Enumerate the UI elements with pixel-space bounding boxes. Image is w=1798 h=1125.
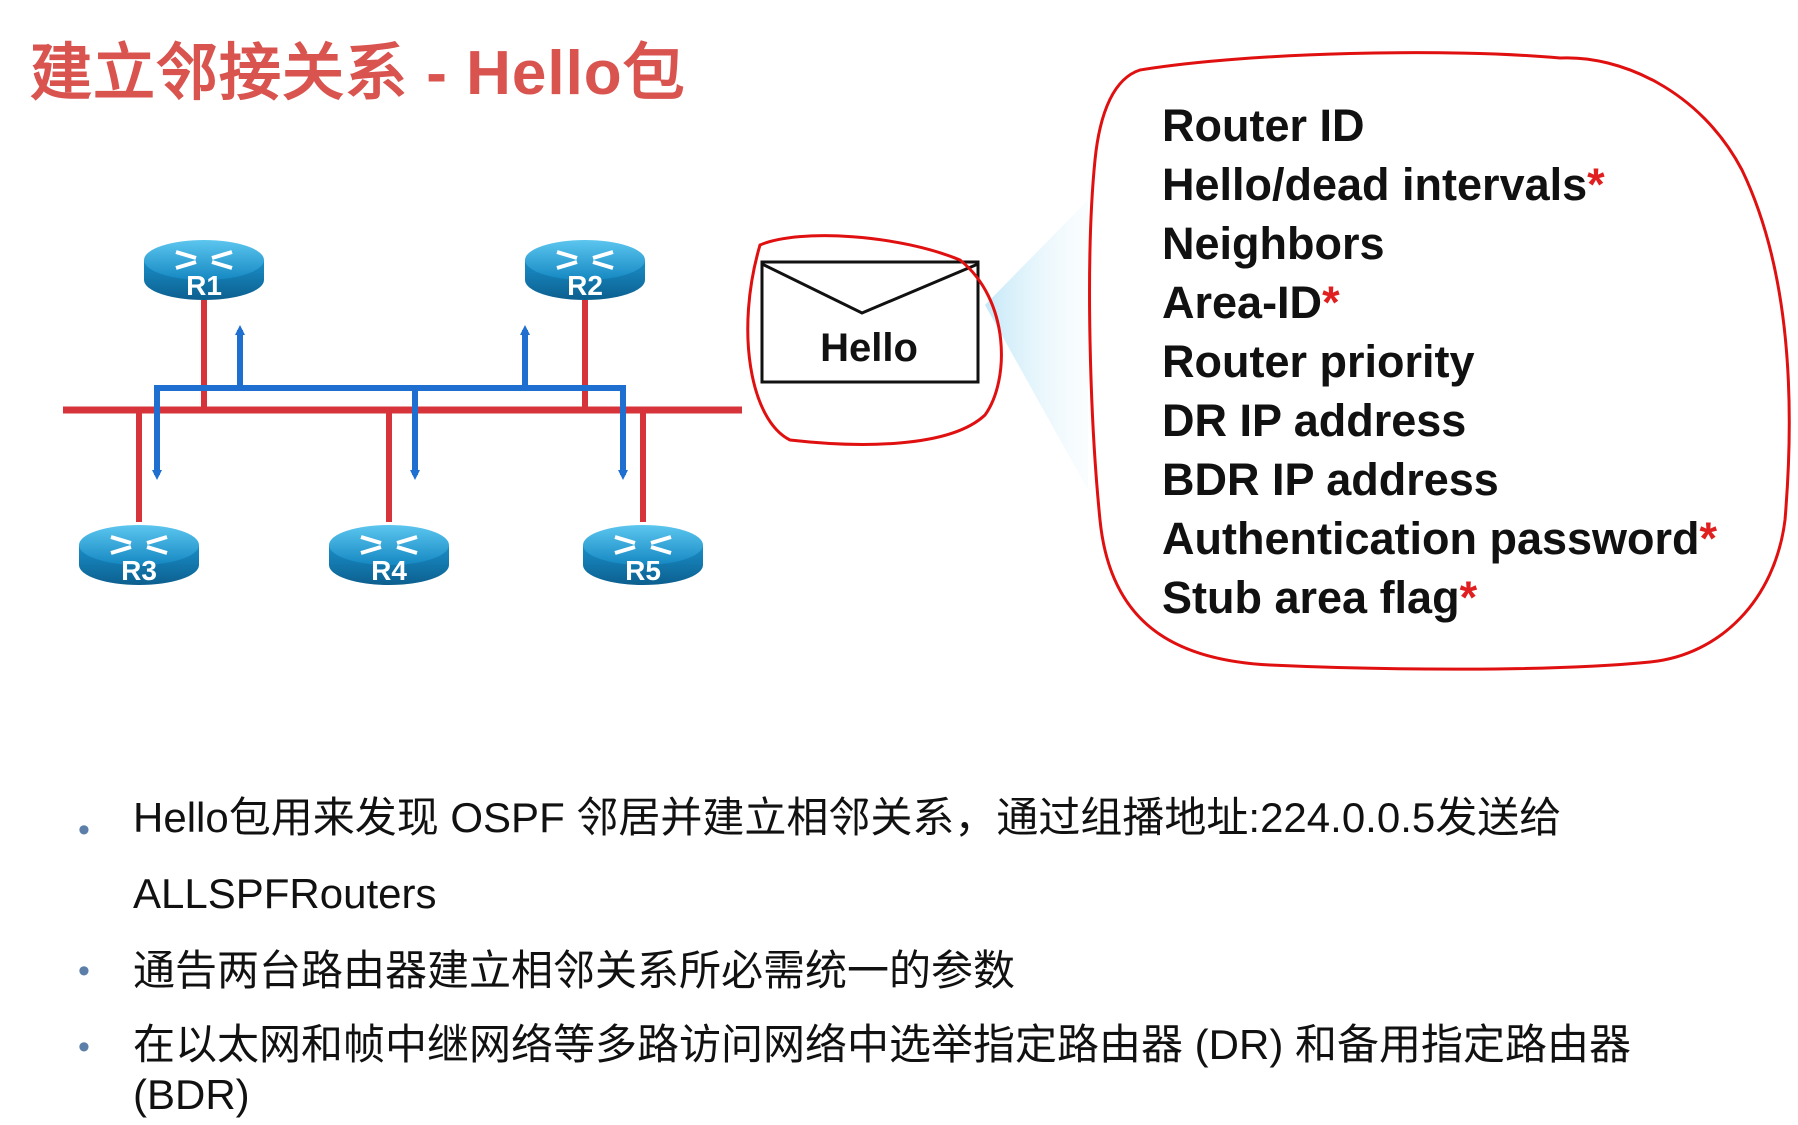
bullet-dot-icon: • bbox=[78, 1028, 90, 1066]
hello-field: Router ID bbox=[1162, 100, 1365, 151]
annotation-circle-envelope bbox=[746, 234, 1003, 446]
bullet-item: •通告两台路由器建立相邻关系所必需统一的参数 bbox=[78, 947, 1016, 994]
hello-field: Hello/dead intervals* bbox=[1162, 159, 1605, 210]
router-icon-r3 bbox=[79, 525, 199, 585]
bullet-item: •在以太网和帧中继网络等多路访问网络中选举指定路由器 (DR) 和备用指定路由器… bbox=[78, 1021, 1631, 1118]
bullet-item: •Hello包用来发现 OSPF 邻居并建立相邻关系，通过组播地址:224.0.… bbox=[78, 794, 1562, 917]
router-icon-r2 bbox=[525, 240, 645, 300]
router-icon-r1 bbox=[144, 240, 264, 300]
slide-title: 建立邻接关系 - Hello包 bbox=[30, 39, 686, 108]
router-label-r5: R5 bbox=[625, 555, 661, 586]
hello-field-list: Router ID Hello/dead intervals* Neighbor… bbox=[1162, 96, 1717, 627]
router-icon-r4 bbox=[329, 525, 449, 585]
router-label-r4: R4 bbox=[371, 555, 407, 586]
envelope-icon bbox=[760, 260, 980, 384]
bullet-dot-icon: • bbox=[78, 811, 90, 849]
hello-packet-label: Hello bbox=[820, 326, 918, 370]
hello-field: Neighbors bbox=[1162, 218, 1385, 269]
router-icon-r5 bbox=[583, 525, 703, 585]
hello-field: BDR IP address bbox=[1162, 454, 1499, 505]
bullet-dot-icon: • bbox=[78, 952, 90, 990]
router-label-r2: R2 bbox=[567, 270, 603, 301]
hello-field: Area-ID* bbox=[1162, 277, 1340, 328]
hello-field: Authentication password* bbox=[1162, 513, 1718, 564]
hello-field: Stub area flag* bbox=[1162, 572, 1478, 623]
hello-field: Router priority bbox=[1162, 336, 1475, 387]
router-label-r1: R1 bbox=[186, 270, 222, 301]
bullet-list: •Hello包用来发现 OSPF 邻居并建立相邻关系，通过组播地址:224.0.… bbox=[78, 780, 1698, 1120]
hello-field: DR IP address bbox=[1162, 395, 1467, 446]
callout-beam bbox=[985, 200, 1088, 490]
router-label-r3: R3 bbox=[121, 555, 157, 586]
annotation-circle-fields bbox=[1088, 51, 1791, 671]
